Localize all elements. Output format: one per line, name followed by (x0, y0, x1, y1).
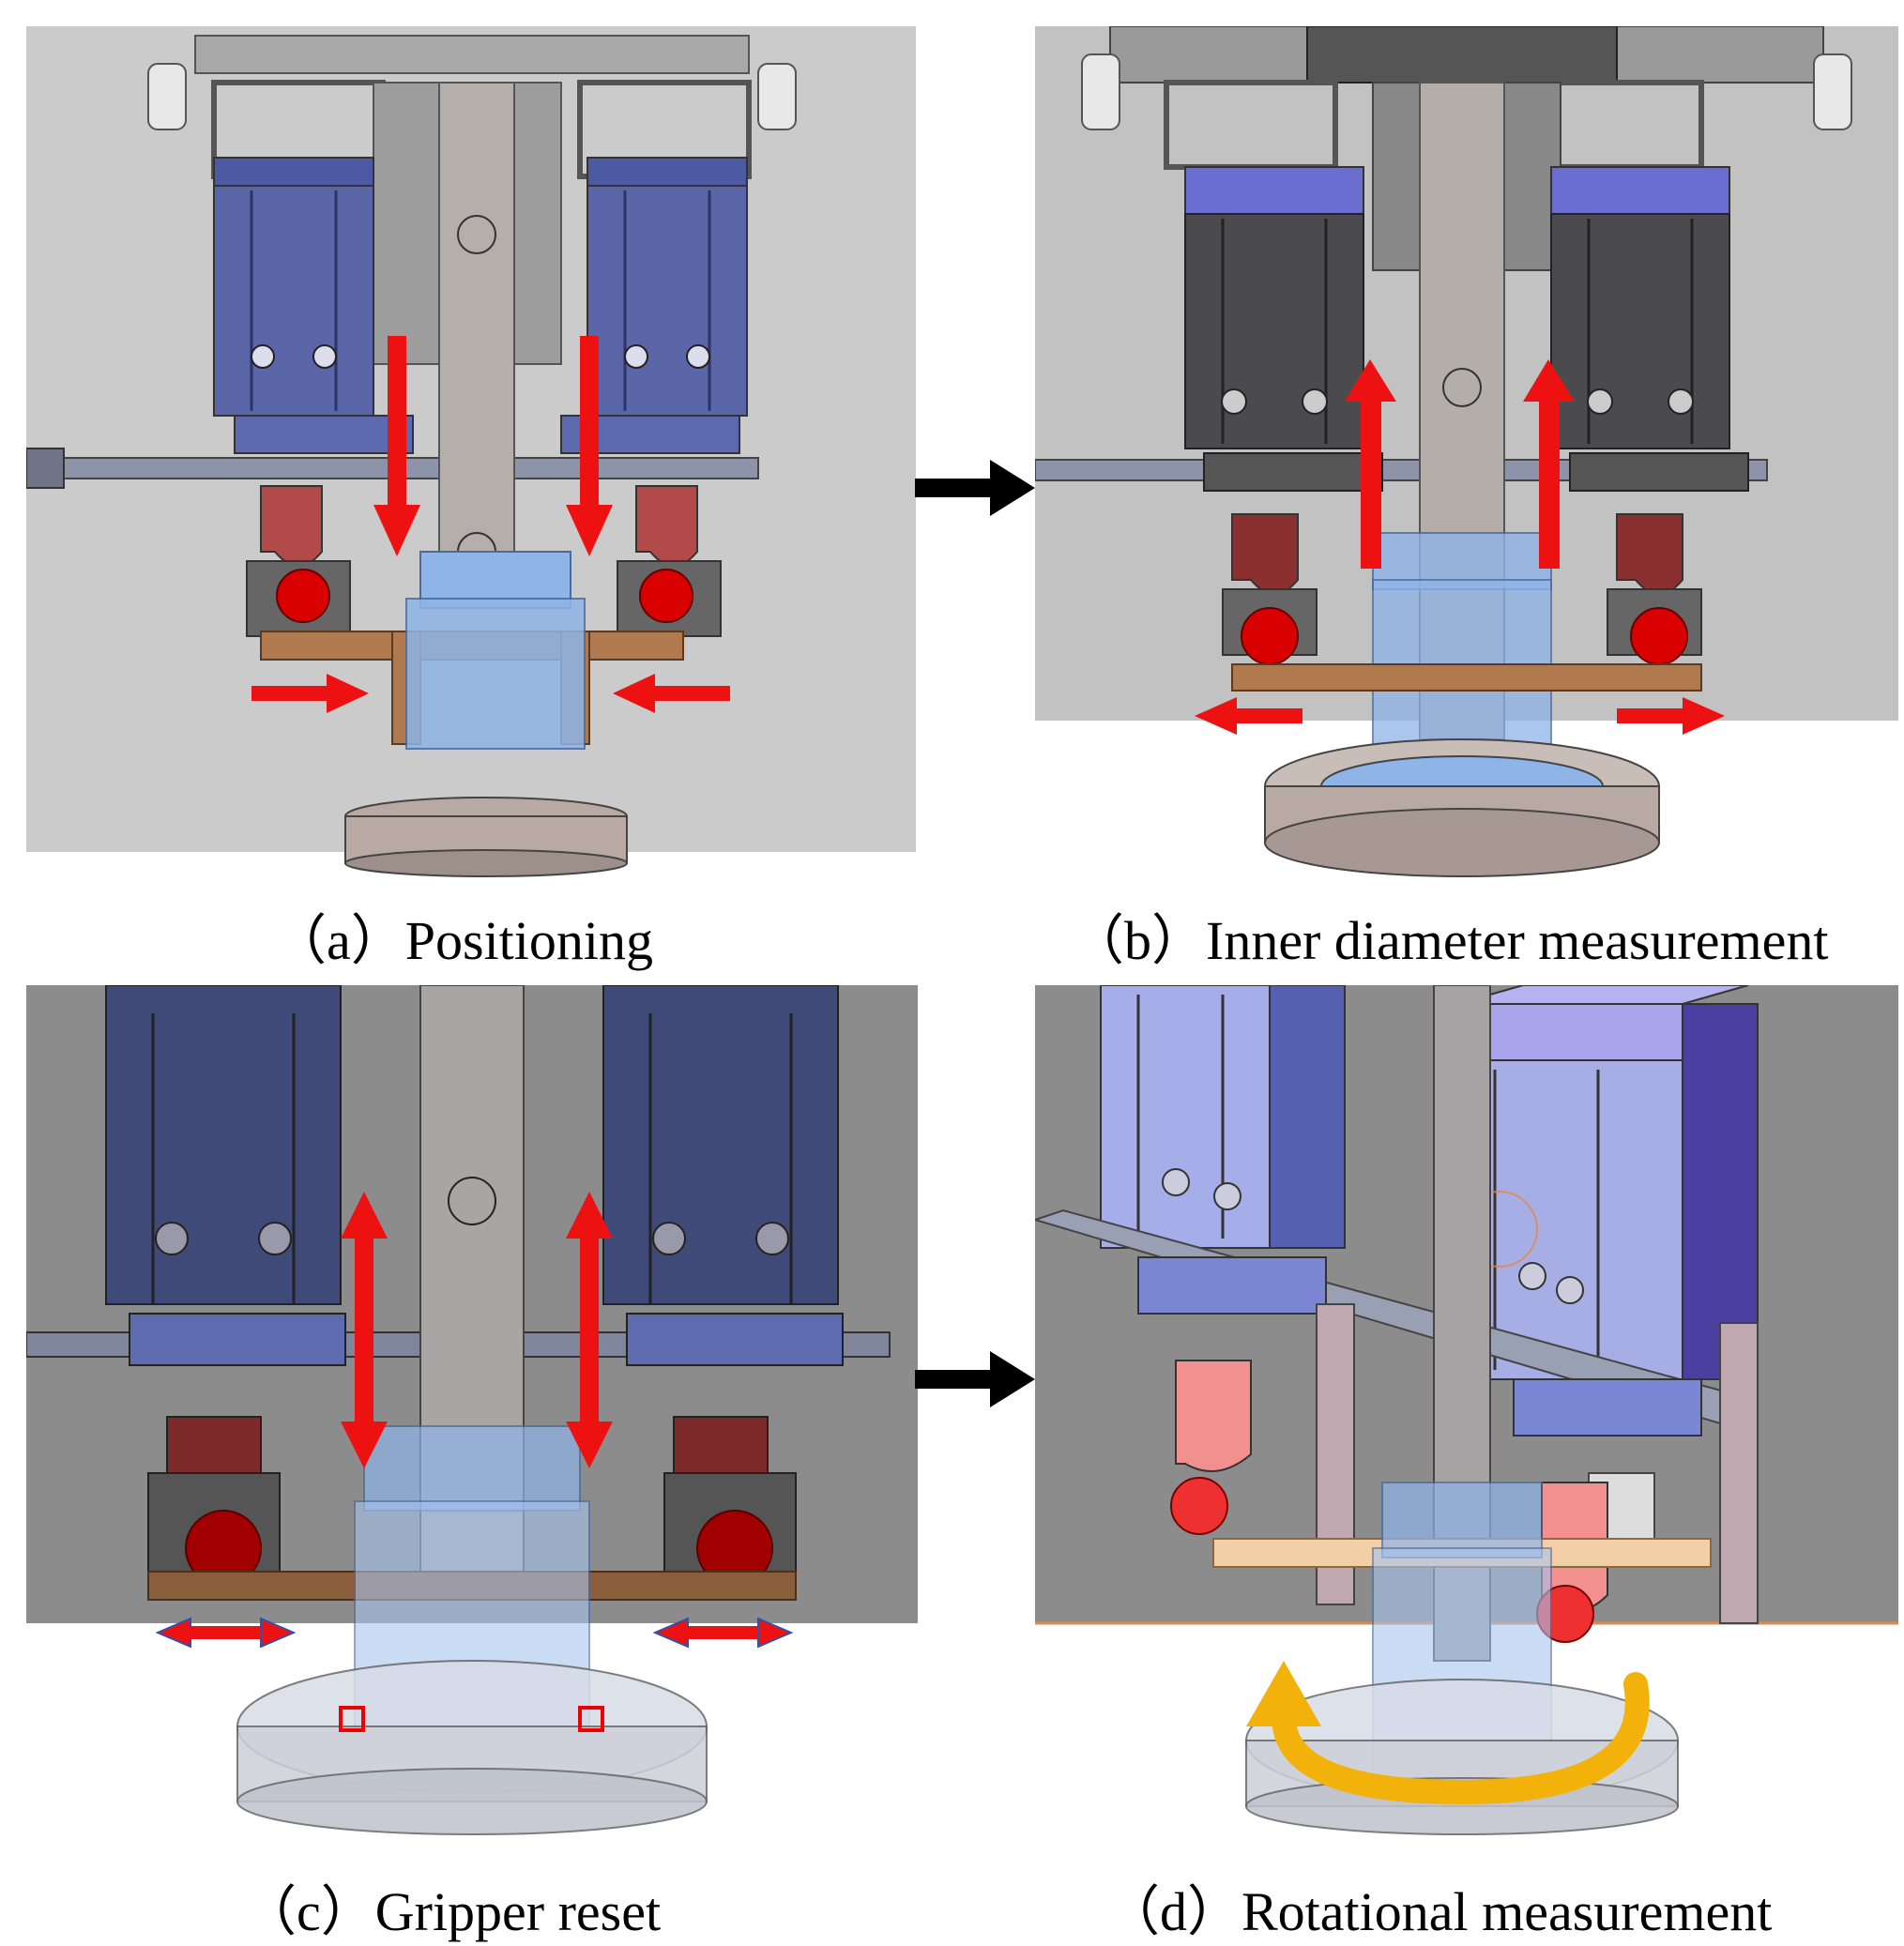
panel-b-illustration (1035, 26, 1898, 877)
panel-d-illustration (1035, 985, 1898, 1835)
panel-b-inner-diameter (1035, 26, 1898, 889)
motion-arrow-double-vertical-icon (341, 1192, 388, 1468)
panel-c-gripper-reset (26, 985, 918, 1839)
motion-arrow-right-icon (251, 674, 369, 713)
panel-c-illustration (26, 985, 918, 1835)
motion-arrow-up-icon (1345, 359, 1396, 569)
motion-arrow-double-vertical-icon (566, 1192, 613, 1468)
panel-a-illustration (26, 26, 916, 877)
flow-arrow-right-icon (915, 1351, 1035, 1407)
motion-arrow-down-icon (566, 336, 613, 556)
caption-d: （d）Rotational measurement (1105, 1881, 1773, 1942)
caption-b: （b）Inner diameter measurement (1070, 910, 1829, 971)
motion-arrow-double-horizontal-icon (652, 1617, 794, 1649)
motion-arrow-left-icon (613, 674, 730, 713)
caption-a: （a）Positioning (272, 910, 654, 971)
panel-d-rotational-measurement (1035, 985, 1898, 1839)
panel-a-positioning (26, 26, 916, 880)
motion-arrow-left-icon (1195, 697, 1302, 735)
motion-arrow-right-icon (1617, 697, 1725, 735)
caption-c: （c）Gripper reset (242, 1881, 662, 1942)
flow-arrow-right-icon (915, 460, 1035, 516)
rotation-arrow-icon (1246, 1661, 1650, 1805)
motion-arrow-up-icon (1523, 359, 1575, 569)
motion-arrow-double-horizontal-icon (155, 1617, 297, 1649)
motion-arrow-down-icon (373, 336, 420, 556)
